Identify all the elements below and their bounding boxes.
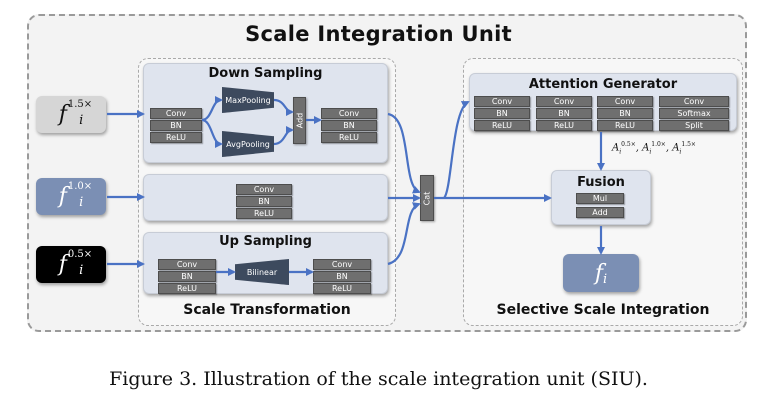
maxpooling-block: MaxPooling: [222, 87, 274, 113]
bn-chip: BN: [536, 108, 592, 119]
bn-chip: BN: [474, 108, 530, 119]
conv-chip: Conv: [659, 96, 729, 107]
output-base: f: [594, 260, 603, 286]
attention-maps-label: Ai0.5×, Ai1.0×, Ai1.5×: [612, 141, 696, 156]
relu-chip: ReLU: [150, 132, 202, 143]
middle-conv-block: Conv BN ReLU: [236, 184, 292, 219]
conv-chip: Conv: [321, 108, 377, 119]
conv-chip: Conv: [150, 108, 202, 119]
down-sampling-title: Down Sampling: [208, 66, 323, 81]
bn-chip: BN: [321, 120, 377, 131]
selective-scale-integration-label: Selective Scale Integration: [496, 302, 710, 318]
up-conv-in-block: Conv BN ReLU: [158, 259, 216, 294]
attention-map-scale: 0.5×: [621, 141, 636, 148]
relu-chip: ReLU: [597, 120, 653, 131]
attention-conv-block-1: Conv BN ReLU: [474, 96, 530, 131]
down-conv-out-block: Conv BN ReLU: [321, 108, 377, 143]
attention-map-index: i: [679, 148, 682, 156]
relu-chip: ReLU: [536, 120, 592, 131]
input-scale: 1.0×: [67, 181, 93, 192]
input-index: i: [79, 195, 84, 210]
split-chip: Split: [659, 120, 729, 131]
bn-chip: BN: [150, 120, 202, 131]
bn-chip: BN: [313, 271, 371, 282]
diagram-title: Scale Integration Unit: [245, 22, 512, 46]
bn-chip: BN: [236, 196, 292, 207]
up-conv-out-block: Conv BN ReLU: [313, 259, 371, 294]
arrow-to-avgpool: [201, 118, 223, 148]
bilinear-block: Bilinear: [235, 259, 289, 285]
scale-transformation-label: Scale Transformation: [183, 302, 351, 318]
attention-conv-block-2: Conv BN ReLU: [536, 96, 592, 131]
arrow-avgpool-to-add: [273, 126, 294, 146]
relu-chip: ReLU: [158, 283, 216, 294]
arrow-maxpool-to-add: [273, 98, 294, 116]
arrow-down-to-cat: [387, 112, 421, 194]
mul-chip: Mul: [576, 193, 624, 204]
attention-map-scale: 1.0×: [651, 141, 666, 148]
softmax-chip: Softmax: [659, 108, 729, 119]
attention-conv-block-3: Conv BN ReLU: [597, 96, 653, 131]
input-scale: 1.5×: [67, 99, 93, 110]
arrow-up-to-cat: [387, 202, 421, 266]
attention-map-index: i: [619, 148, 622, 156]
conv-chip: Conv: [236, 184, 292, 195]
output-index: i: [602, 271, 608, 287]
attention-map-base: A: [642, 142, 650, 154]
figure-caption: Figure 3. Illustration of the scale inte…: [109, 368, 648, 390]
input-index: i: [79, 113, 84, 128]
arrow-cat-to-attention: [443, 101, 470, 199]
attention-map-index: i: [649, 148, 652, 156]
bn-chip: BN: [597, 108, 653, 119]
fusion-title: Fusion: [577, 175, 625, 190]
down-conv-in-block: Conv BN ReLU: [150, 108, 202, 143]
conv-chip: Conv: [158, 259, 216, 270]
attention-map-scale: 1.5×: [681, 141, 696, 148]
conv-chip: Conv: [597, 96, 653, 107]
up-sampling-title: Up Sampling: [219, 234, 312, 249]
bn-chip: BN: [158, 271, 216, 282]
add-block: Add: [293, 97, 306, 144]
relu-chip: ReLU: [474, 120, 530, 131]
arrow-to-maxpool: [201, 96, 223, 122]
attention-map-base: A: [612, 142, 620, 154]
relu-chip: ReLU: [321, 132, 377, 143]
fusion-ops: Mul Add: [576, 193, 624, 218]
input-base: f: [58, 252, 67, 277]
relu-chip: ReLU: [313, 283, 371, 294]
conv-chip: Conv: [313, 259, 371, 270]
input-base: f: [58, 184, 67, 209]
relu-chip: ReLU: [236, 208, 292, 219]
input-scale: 0.5×: [67, 249, 93, 260]
attention-softmax-block: Conv Softmax Split: [659, 96, 729, 131]
attention-generator-title: Attention Generator: [528, 77, 678, 92]
input-index: i: [79, 263, 84, 278]
input-base: f: [58, 102, 67, 127]
conv-chip: Conv: [536, 96, 592, 107]
attention-map-base: A: [672, 142, 680, 154]
add-chip: Add: [576, 207, 624, 218]
conv-chip: Conv: [474, 96, 530, 107]
